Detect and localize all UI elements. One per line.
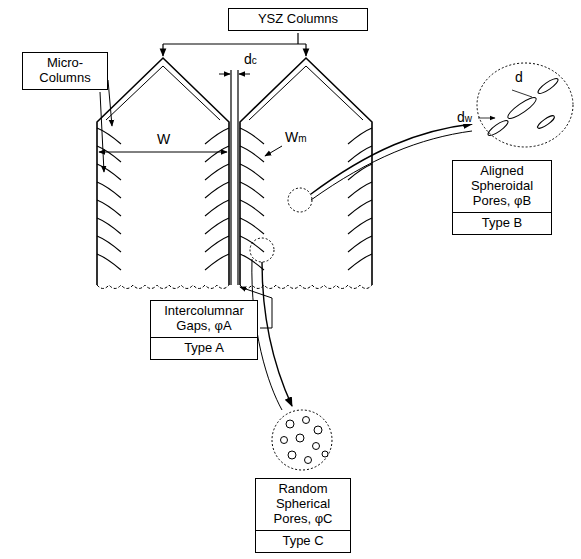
ysz-column	[240, 58, 372, 285]
callout-box: YSZ Columns	[228, 8, 368, 31]
micro-column-stroke	[240, 218, 264, 234]
micro-column-stroke	[97, 236, 121, 252]
spherical-pore	[286, 420, 294, 428]
spheroidal-pore	[536, 114, 556, 130]
micro-column-stroke	[240, 236, 264, 252]
spherical-pores	[281, 417, 329, 464]
column-base	[97, 285, 229, 289]
zoom-circle	[288, 188, 312, 212]
micro-column-stroke	[240, 164, 264, 180]
leader-arrow	[108, 80, 112, 126]
micro-column-stroke	[205, 182, 229, 198]
dimension-label: dw	[456, 110, 473, 124]
micro-column-stroke	[348, 254, 372, 270]
zoom-arrow	[262, 262, 292, 406]
pore-type-box: Aligned Spheroidal Pores, φBType B	[452, 160, 552, 235]
column-base	[240, 285, 372, 289]
micro-column-stroke	[97, 218, 121, 234]
spherical-pore	[322, 451, 328, 457]
dimension-arrow	[239, 74, 250, 75]
spheroidal-pore	[505, 95, 538, 122]
node-title: YSZ Columns	[229, 9, 367, 30]
micro-column-stroke	[240, 182, 264, 198]
node-title: Intercolumnar Gaps, φA	[151, 301, 257, 337]
micro-column-stroke	[240, 128, 264, 144]
dimension-label: dc	[243, 52, 258, 66]
zoom-circle	[272, 410, 332, 470]
callout-box: Micro-Columns	[22, 52, 108, 90]
micro-column-stroke	[348, 236, 372, 252]
dimension-label: W	[156, 132, 171, 146]
micro-column-stroke	[240, 254, 264, 270]
dimension-arrow	[478, 118, 495, 119]
spheroidal-pores	[486, 76, 560, 137]
micro-column-stroke	[205, 164, 229, 180]
dimension-arrow	[219, 74, 230, 75]
zoom-ellipse	[477, 63, 573, 147]
spherical-pore	[313, 443, 320, 450]
gap-line	[237, 70, 238, 285]
dimension-label: d	[514, 70, 524, 84]
micro-column-stroke	[97, 128, 121, 144]
micro-column-stroke	[240, 146, 264, 162]
node-subtitle: Type C	[256, 530, 350, 552]
leader-arrow	[100, 92, 104, 172]
spherical-pore	[288, 451, 296, 459]
node-subtitle: Type A	[151, 337, 257, 359]
micro-column-stroke	[348, 218, 372, 234]
micro-column-stroke	[205, 128, 229, 144]
zoom-arrow	[311, 131, 472, 200]
dimension-line	[512, 90, 532, 97]
micro-column-stroke	[205, 200, 229, 216]
micro-column-stroke	[205, 146, 229, 162]
micro-column-stroke	[97, 146, 121, 162]
micro-column-stroke	[205, 236, 229, 252]
node-title: Micro-Columns	[23, 53, 107, 89]
spheroidal-pore	[486, 118, 510, 137]
spherical-pore	[281, 437, 288, 444]
micro-column-stroke	[348, 164, 372, 180]
column-cap-line	[249, 66, 363, 120]
micro-column-stroke	[348, 146, 372, 162]
micro-column-stroke	[97, 182, 121, 198]
micro-column-stroke	[348, 200, 372, 216]
spherical-pore	[303, 417, 310, 424]
node-subtitle: Type B	[453, 212, 551, 234]
dimension-arrow	[265, 146, 282, 156]
gap-line	[230, 70, 231, 285]
micro-column-stroke	[97, 254, 121, 270]
pore-type-box: Random Spherical Pores, φCType C	[255, 478, 351, 553]
micro-column-stroke	[97, 200, 121, 216]
column-cap-line	[106, 66, 220, 120]
dimension-label: Wm	[284, 130, 308, 144]
leader-line	[163, 33, 306, 44]
dimension-arrow	[99, 152, 227, 153]
micro-column-stroke	[205, 218, 229, 234]
micro-column-stroke	[348, 182, 372, 198]
leader-arrow	[305, 44, 306, 56]
spherical-pore	[305, 457, 312, 464]
micro-column-stroke	[348, 128, 372, 144]
leader-arrow	[162, 44, 163, 56]
spheroidal-pore	[536, 76, 560, 95]
micro-column-stroke	[205, 254, 229, 270]
pore-type-box: Intercolumnar Gaps, φAType A	[150, 300, 258, 360]
spherical-pore	[314, 426, 322, 434]
node-title: Random Spherical Pores, φC	[256, 479, 350, 530]
ysz-column	[97, 58, 229, 285]
spherical-pore	[296, 434, 304, 442]
micro-column-stroke	[240, 200, 264, 216]
micro-column-stroke	[97, 164, 121, 180]
node-title: Aligned Spheroidal Pores, φB	[453, 161, 551, 212]
